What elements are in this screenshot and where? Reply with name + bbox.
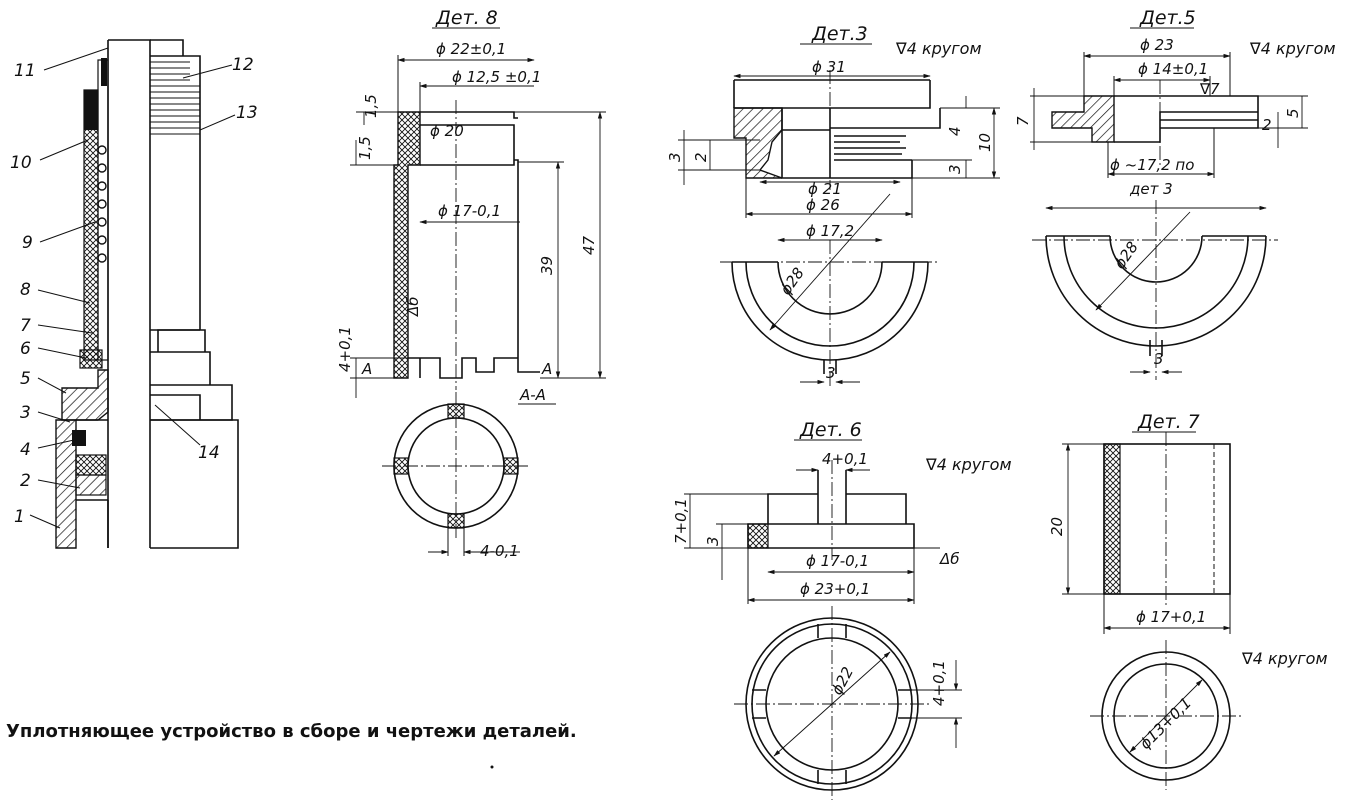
callout-4: 4 (20, 440, 31, 460)
part-3-dim-4: 4 (946, 126, 964, 136)
part-8-title: Дет. 8 (435, 7, 498, 29)
part-6-dim-3: 3 (704, 536, 722, 546)
part-8-dim-slot: 4-0,1 (480, 542, 519, 560)
part-3-drawing: Дет.3 ∇4 кругом ϕ 31 4 10 3 2 3 ϕ 21 ϕ (666, 23, 1000, 386)
part-6-dim-slot-top: 4+0,1 (822, 450, 868, 468)
part-5-dim-7: 7 (1014, 116, 1032, 126)
part-8-dim-1-5a: 1,5 (362, 94, 380, 118)
callout-2: 2 (20, 471, 31, 491)
part-8-dim-1-5b: 1,5 (356, 136, 374, 160)
part-6-dim-d23: ϕ 23+0,1 (800, 580, 870, 598)
part-6-datum: Δб (939, 550, 960, 568)
callout-14: 14 (198, 443, 220, 463)
part-6-dim-slot-side: 4+0,1 (930, 660, 948, 706)
part-8-section-label: A-A (519, 386, 546, 404)
callout-13: 13 (236, 103, 258, 123)
callout-12: 12 (232, 55, 254, 75)
part-5-finish-local: ∇7 (1199, 80, 1220, 98)
callout-6: 6 (20, 339, 31, 359)
part-6-finish: ∇4 кругом (925, 455, 1012, 474)
part-6-dim-d17: ϕ 17-0,1 (806, 552, 869, 570)
part-5-dim-slot: 3 (1154, 350, 1164, 368)
part-8-drawing: Дет. 8 ϕ 22±0,1 ϕ 12,5 ±0,1 1,5 1,5 ϕ 20… (336, 7, 606, 560)
part-5-dim-2: 2 (1262, 116, 1272, 134)
part-3-dim-3-right: 3 (946, 164, 964, 174)
part-7-drawing: Дет. 7 ∇4 кругом 20 ϕ 17+0,1 ϕ13+0,1 (1048, 411, 1328, 790)
part-7-dim-20: 20 (1048, 517, 1066, 536)
part-3-dim-2: 2 (692, 152, 710, 162)
callout-10: 10 (10, 153, 32, 173)
figure-caption: Уплотняющее устройство в сборе и чертежи… (6, 721, 577, 742)
part-8-dim-d17: ϕ 17-0,1 (438, 202, 501, 220)
callout-3: 3 (20, 403, 31, 423)
part-3-title: Дет.3 (811, 23, 868, 45)
part-8-dim-4: 4+0,1 (336, 326, 354, 372)
part-8-dim-d22: ϕ 22±0,1 (436, 40, 506, 58)
assembly-view: 11 12 13 10 9 8 7 6 5 3 4 2 1 14 (10, 39, 258, 549)
part-5-title: Дет.5 (1139, 7, 1196, 29)
part-6-drawing: Дет. 6 ∇4 кругом 4+0,1 7+0,1 3 ϕ 17-0,1 … (672, 419, 1012, 800)
part-3-dim-d17-2: ϕ 17,2 (806, 222, 854, 240)
part-5-dim-d17-2: ϕ ~17,2 по (1110, 156, 1194, 174)
part-3-dim-d21: ϕ 21 (808, 180, 842, 198)
part-5-drawing: Дет.5 ∇4 кругом ϕ 23 ϕ 14±0,1 ∇7 7 5 2 ϕ… (1014, 7, 1336, 380)
part-5-dim-d14: ϕ 14±0,1 (1138, 60, 1208, 78)
part-7-finish: ∇4 кругом (1241, 649, 1328, 668)
callout-8: 8 (20, 280, 31, 300)
part-8-section-a-left: A (361, 360, 372, 378)
part-3-dim-slot: 3 (826, 364, 836, 382)
speck (490, 765, 494, 769)
part-3-dim-3-left: 3 (666, 152, 684, 162)
part-8-dim-d20: ϕ 20 (430, 122, 464, 140)
part-8-datum: Δб (404, 296, 422, 317)
part-5-dim-ref: дет 3 (1129, 180, 1173, 198)
callout-7: 7 (20, 316, 31, 336)
part-7-dim-d17: ϕ 17+0,1 (1136, 608, 1206, 626)
part-6-dim-7: 7+0,1 (672, 498, 690, 544)
part-5-dim-5: 5 (1284, 108, 1302, 118)
callout-1: 1 (14, 507, 25, 527)
part-8-dim-39: 39 (538, 256, 556, 275)
part-8-section-a-right: A (541, 360, 552, 378)
part-3-dim-d31: ϕ 31 (812, 58, 846, 76)
callout-9: 9 (22, 233, 33, 253)
callout-11: 11 (14, 61, 36, 81)
part-8-dim-d12-5: ϕ 12,5 ±0,1 (452, 68, 541, 86)
part-5-finish: ∇4 кругом (1249, 39, 1336, 58)
part-8-dim-47: 47 (580, 235, 598, 255)
part-5-dim-d23: ϕ 23 (1140, 36, 1174, 54)
part-6-title: Дет. 6 (799, 419, 862, 441)
part-3-finish: ∇4 кругом (895, 39, 982, 58)
part-3-dim-10: 10 (976, 133, 994, 152)
callout-5: 5 (20, 369, 31, 389)
part-7-title: Дет. 7 (1137, 411, 1200, 433)
part-3-dim-d26: ϕ 26 (806, 196, 840, 214)
